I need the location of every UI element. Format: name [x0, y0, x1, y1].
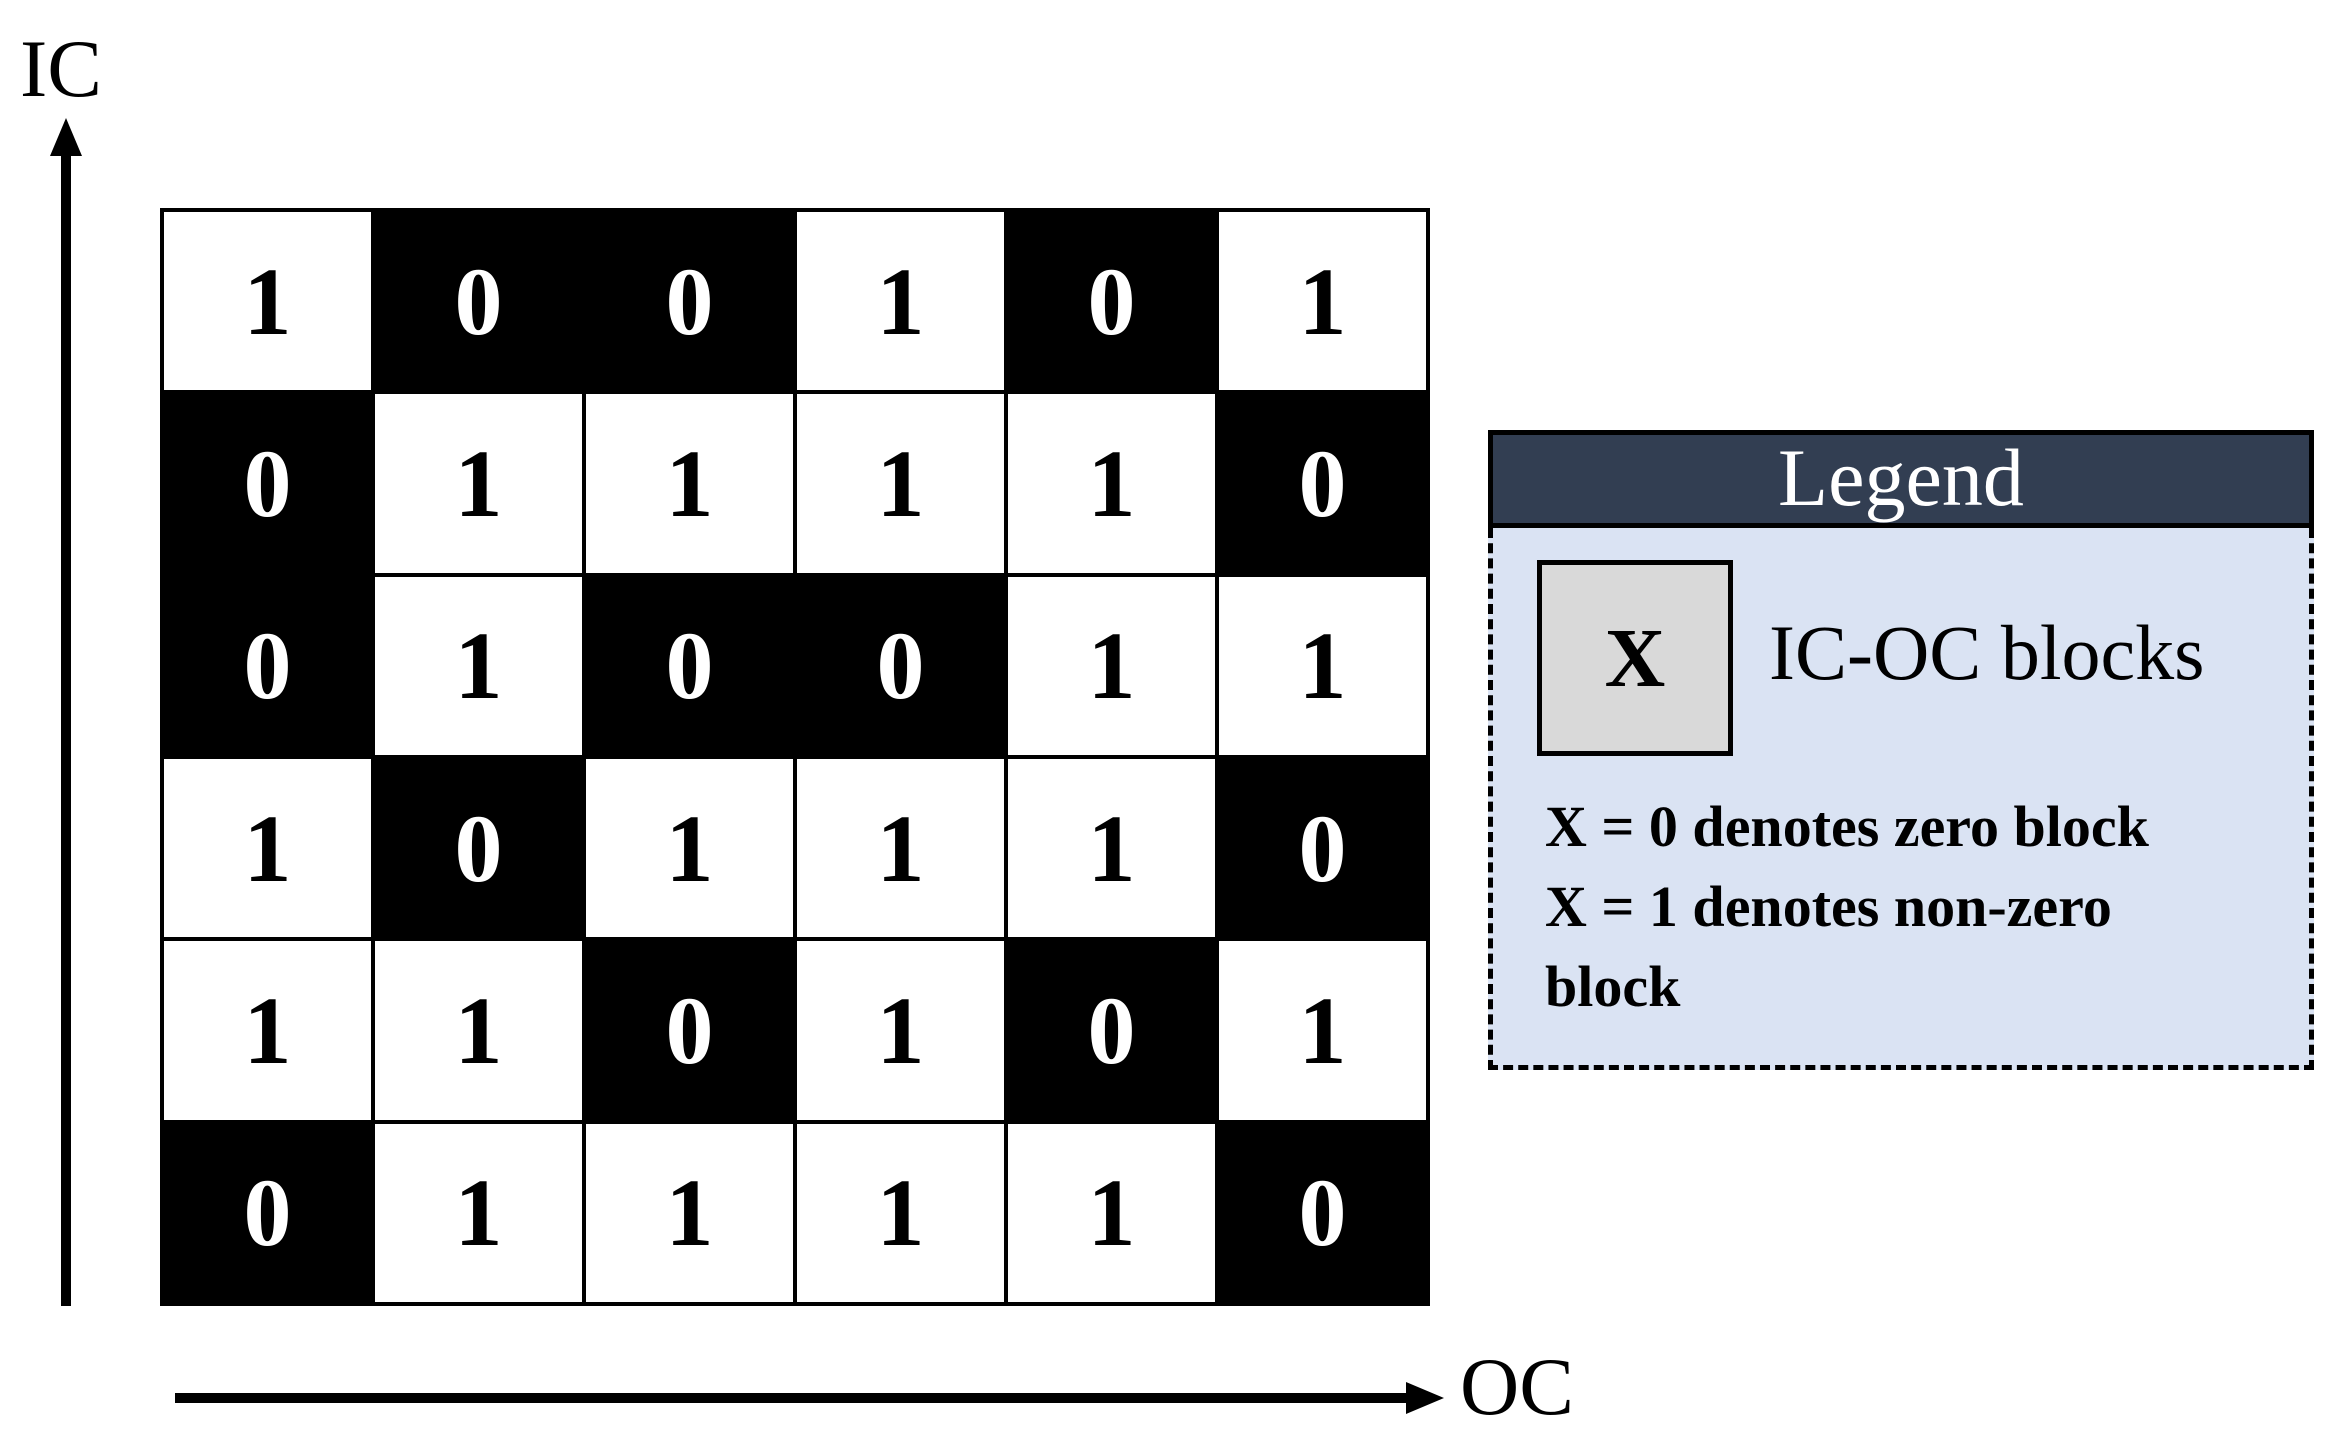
grid-cell-r3-c5: 1 — [1008, 576, 1215, 755]
grid-cell-r1-c3: 0 — [586, 212, 793, 391]
grid-cell-r5-c6: 1 — [1219, 941, 1426, 1120]
grid-cell-r3-c4: 0 — [797, 576, 1004, 755]
grid-cell-r6-c3: 1 — [586, 1123, 793, 1302]
grid-cell-r5-c3: 0 — [586, 941, 793, 1120]
legend-swatch: X — [1537, 560, 1733, 756]
grid-cell-r3-c1: 0 — [164, 576, 371, 755]
grid-cell-r1-c2: 0 — [375, 212, 582, 391]
grid-cell-r6-c1: 0 — [164, 1123, 371, 1302]
ic-axis-label: IC — [20, 23, 102, 114]
grid-cell-r3-c6: 1 — [1219, 576, 1426, 755]
grid-cell-r4-c5: 1 — [1008, 758, 1215, 938]
grid-cell-r2-c3: 1 — [586, 394, 793, 573]
grid-cell-r6-c4: 1 — [797, 1123, 1004, 1302]
grid-cell-r5-c2: 1 — [375, 941, 582, 1120]
grid-cell-r2-c5: 1 — [1008, 394, 1215, 573]
grid-cell-r1-c4: 1 — [797, 212, 1004, 391]
legend-body: X IC-OC blocks X = 0 denotes zero block … — [1488, 528, 2314, 1070]
grid-cell-r6-c6: 0 — [1219, 1123, 1426, 1302]
grid-cell-r3-c2: 1 — [375, 576, 582, 755]
legend-desc-zero: X = 0 denotes zero block — [1545, 794, 2149, 859]
grid-cell-r5-c1: 1 — [164, 941, 371, 1120]
legend-desc-nonzero: X = 1 denotes non-zero — [1545, 874, 2112, 939]
legend-desc-nonzero-continued: block — [1545, 954, 1681, 1019]
grid-cell-r1-c1: 1 — [164, 212, 371, 391]
grid-cell-r4-c2: 0 — [375, 758, 582, 938]
grid-cell-r3-c3: 0 — [586, 576, 793, 755]
legend-title: Legend — [1488, 430, 2314, 528]
grid-cell-r6-c2: 1 — [375, 1123, 582, 1302]
grid-cell-r2-c1: 0 — [164, 394, 371, 573]
grid-cell-r5-c5: 0 — [1008, 941, 1215, 1120]
legend-swatch-label: IC-OC blocks — [1769, 609, 2205, 696]
grid-cell-r2-c6: 0 — [1219, 394, 1426, 573]
grid-cell-r4-c4: 1 — [797, 758, 1004, 938]
grid-cell-r1-c6: 1 — [1219, 212, 1426, 391]
oc-axis-arrow — [175, 1382, 1444, 1414]
oc-axis-label: OC — [1460, 1341, 1574, 1432]
legend: Legend X IC-OC blocks X = 0 denotes zero… — [1488, 430, 2314, 1070]
grid-cell-r1-c5: 0 — [1008, 212, 1215, 391]
grid-cell-r5-c4: 1 — [797, 941, 1004, 1120]
grid-cell-r4-c6: 0 — [1219, 758, 1426, 938]
grid-cell-r2-c2: 1 — [375, 394, 582, 573]
grid-cell-r4-c3: 1 — [586, 758, 793, 938]
grid-cell-r6-c5: 1 — [1008, 1123, 1215, 1302]
ic-axis-arrow — [50, 118, 82, 1306]
grid-cell-r2-c4: 1 — [797, 394, 1004, 573]
grid-cell-r4-c1: 1 — [164, 758, 371, 938]
